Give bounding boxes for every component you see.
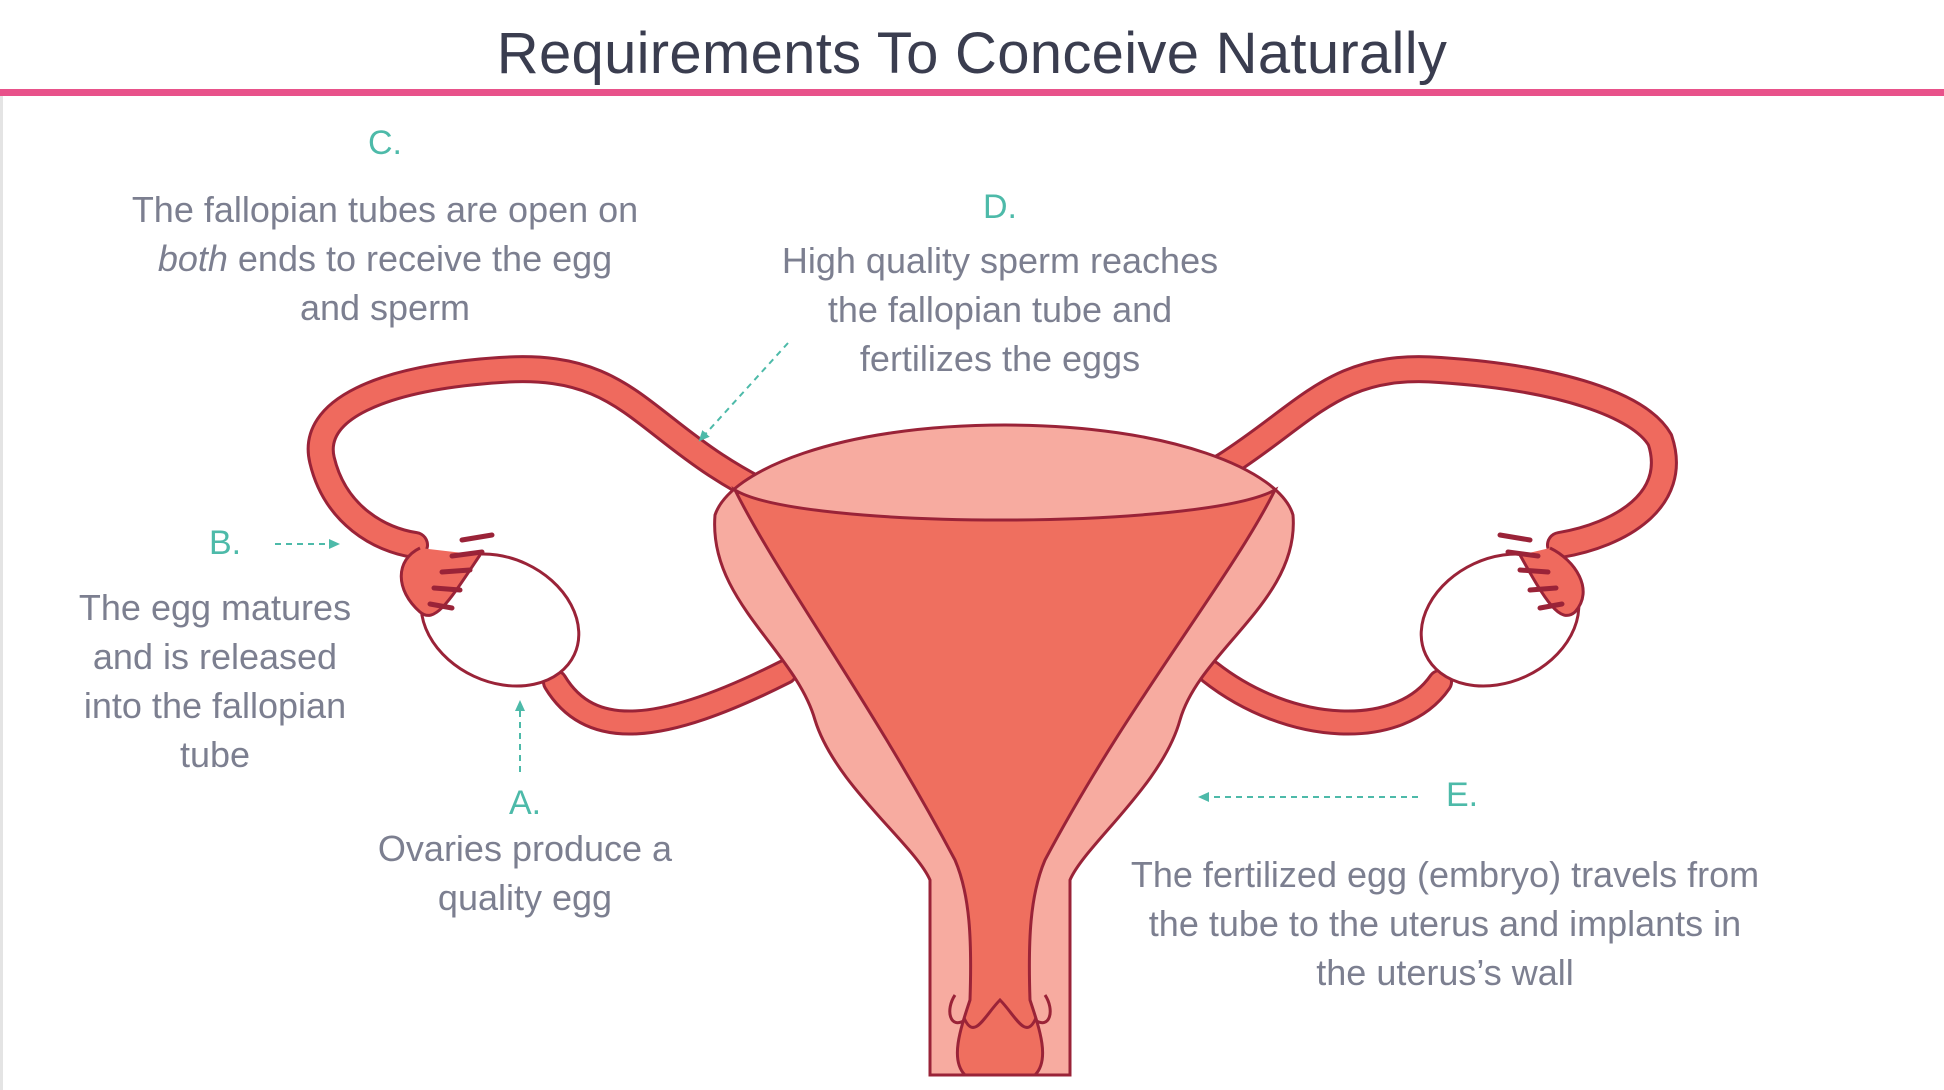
label-c-text: The fallopian tubes are open on both end… bbox=[85, 185, 685, 332]
label-c-line1: The fallopian tubes are open on bbox=[131, 189, 639, 230]
label-d-line2: the fallopian tube and bbox=[827, 289, 1173, 330]
left-fallopian-tube bbox=[306, 355, 804, 559]
label-c-line3: and sperm bbox=[299, 287, 471, 328]
left-fimbriae bbox=[399, 532, 495, 617]
label-c-line2-rest: ends to receive the egg bbox=[227, 238, 613, 279]
uterine-cavity bbox=[731, 485, 1279, 1077]
title-underline bbox=[0, 89, 1944, 96]
page-title: Requirements To Conceive Naturally bbox=[496, 21, 1448, 86]
label-b-line3: into the fallopian bbox=[83, 685, 347, 726]
right-fallopian-tube bbox=[1136, 355, 1678, 559]
right-fimbriae bbox=[1497, 532, 1585, 617]
left-border bbox=[0, 96, 3, 1090]
label-e-line1: The fertilized egg (embryo) travels from bbox=[1130, 854, 1760, 895]
label-c-line2: both ends to receive the egg bbox=[85, 234, 685, 283]
label-a-letter: A. bbox=[508, 784, 542, 822]
label-d-line3: fertilizes the eggs bbox=[859, 338, 1141, 379]
label-c-letter: C. bbox=[368, 124, 402, 162]
label-d-letter: D. bbox=[983, 188, 1017, 226]
label-a-text: Ovaries produce a quality egg bbox=[340, 824, 710, 922]
label-a-line1: Ovaries produce a bbox=[377, 828, 673, 869]
label-b-letter: B. bbox=[208, 524, 242, 562]
label-b-text: The egg matures and is released into the… bbox=[50, 583, 380, 779]
label-e-letter: E. bbox=[1445, 776, 1479, 814]
label-d-text: High quality sperm reaches the fallopian… bbox=[740, 236, 1260, 383]
label-d-line1: High quality sperm reaches bbox=[781, 240, 1219, 281]
cervix bbox=[948, 994, 1052, 1029]
label-a-line2: quality egg bbox=[437, 877, 613, 918]
label-e-line3: the uterus’s wall bbox=[1316, 952, 1574, 993]
label-b-line2: and is released bbox=[92, 636, 338, 677]
label-b-line4: tube bbox=[179, 734, 251, 775]
label-e-line2: the tube to the uterus and implants in bbox=[1148, 903, 1742, 944]
label-c-emphasis: both bbox=[157, 238, 228, 279]
label-e-text: The fertilized egg (embryo) travels from… bbox=[1080, 850, 1810, 997]
label-b-line1: The egg matures bbox=[78, 587, 352, 628]
